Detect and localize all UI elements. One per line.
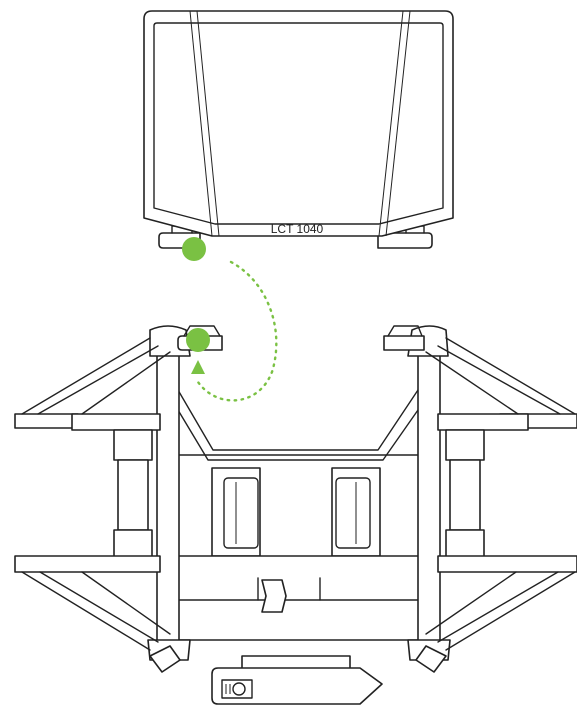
mount-center-frame <box>177 389 421 641</box>
dotted-path <box>196 260 278 402</box>
pop-filter-screen <box>153 22 444 225</box>
direction-arrow-icon <box>191 360 205 374</box>
pop-filter-feet <box>158 225 433 249</box>
pop-filter-frame <box>143 10 454 237</box>
pop-filter-seams <box>189 10 411 237</box>
mount-base-clamp <box>211 655 383 705</box>
connection-dot-source <box>182 237 206 261</box>
mount-top-clips <box>177 325 425 351</box>
mount-right-arms <box>415 337 577 673</box>
shock-mount <box>14 325 577 705</box>
pop-filter: LCT 1040 <box>143 10 454 249</box>
connection-dot-target <box>186 328 210 352</box>
mount-left-arms <box>14 337 181 673</box>
assembly-indicators <box>182 237 278 402</box>
mount-right-pillars <box>407 325 451 661</box>
mount-left-pillars <box>147 325 191 661</box>
model-label: LCT 1040 <box>271 222 324 236</box>
